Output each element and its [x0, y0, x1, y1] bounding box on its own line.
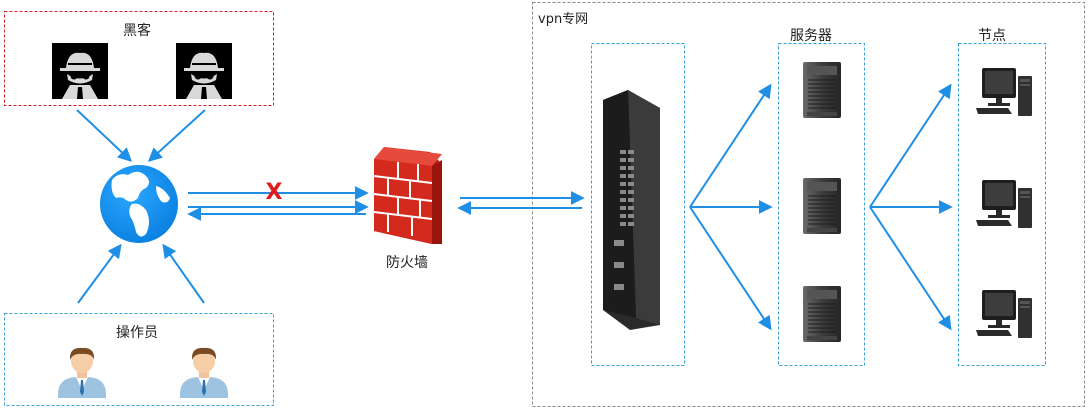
operators-label: 操作员: [116, 325, 158, 341]
switch-box: [591, 43, 685, 366]
server-to-node-arrow: [869, 83, 952, 208]
hacker-arrow: [76, 109, 133, 162]
brick-wall-icon: [373, 147, 442, 244]
server-to-node-arrow: [869, 206, 952, 331]
servers-label: 服务器: [790, 28, 832, 44]
operators-box: [4, 313, 274, 406]
hackers-box: [4, 11, 274, 106]
vpn-label: vpn专网: [538, 12, 589, 27]
firewall-label: 防火墙: [386, 255, 428, 271]
server-tower-icon: [802, 285, 842, 343]
server-tower-icon: [802, 61, 842, 119]
desktop-computer-icon: [976, 290, 1032, 338]
user-icon: [58, 347, 106, 398]
blocked-mark: X: [266, 180, 283, 205]
desktop-computer-icon: [976, 68, 1032, 116]
servers-box: [778, 43, 865, 366]
server-tower-icon: [802, 177, 842, 235]
globe-icon: [100, 165, 178, 243]
switch-to-server-arrow: [689, 206, 772, 331]
user-icon: [180, 347, 228, 398]
spy-icon: [52, 43, 108, 99]
spy-icon: [176, 43, 232, 99]
network-switch-icon: [603, 90, 660, 330]
desktop-computer-icon: [976, 180, 1032, 228]
nodes-box: [958, 43, 1046, 366]
operator-arrow: [77, 243, 122, 304]
nodes-label: 节点: [978, 28, 1006, 44]
switch-to-server-arrow: [689, 83, 772, 208]
hacker-arrow: [147, 109, 206, 162]
vpn-network-box: [532, 2, 1085, 407]
hackers-label: 黑客: [123, 23, 151, 39]
operator-arrow: [162, 243, 205, 304]
